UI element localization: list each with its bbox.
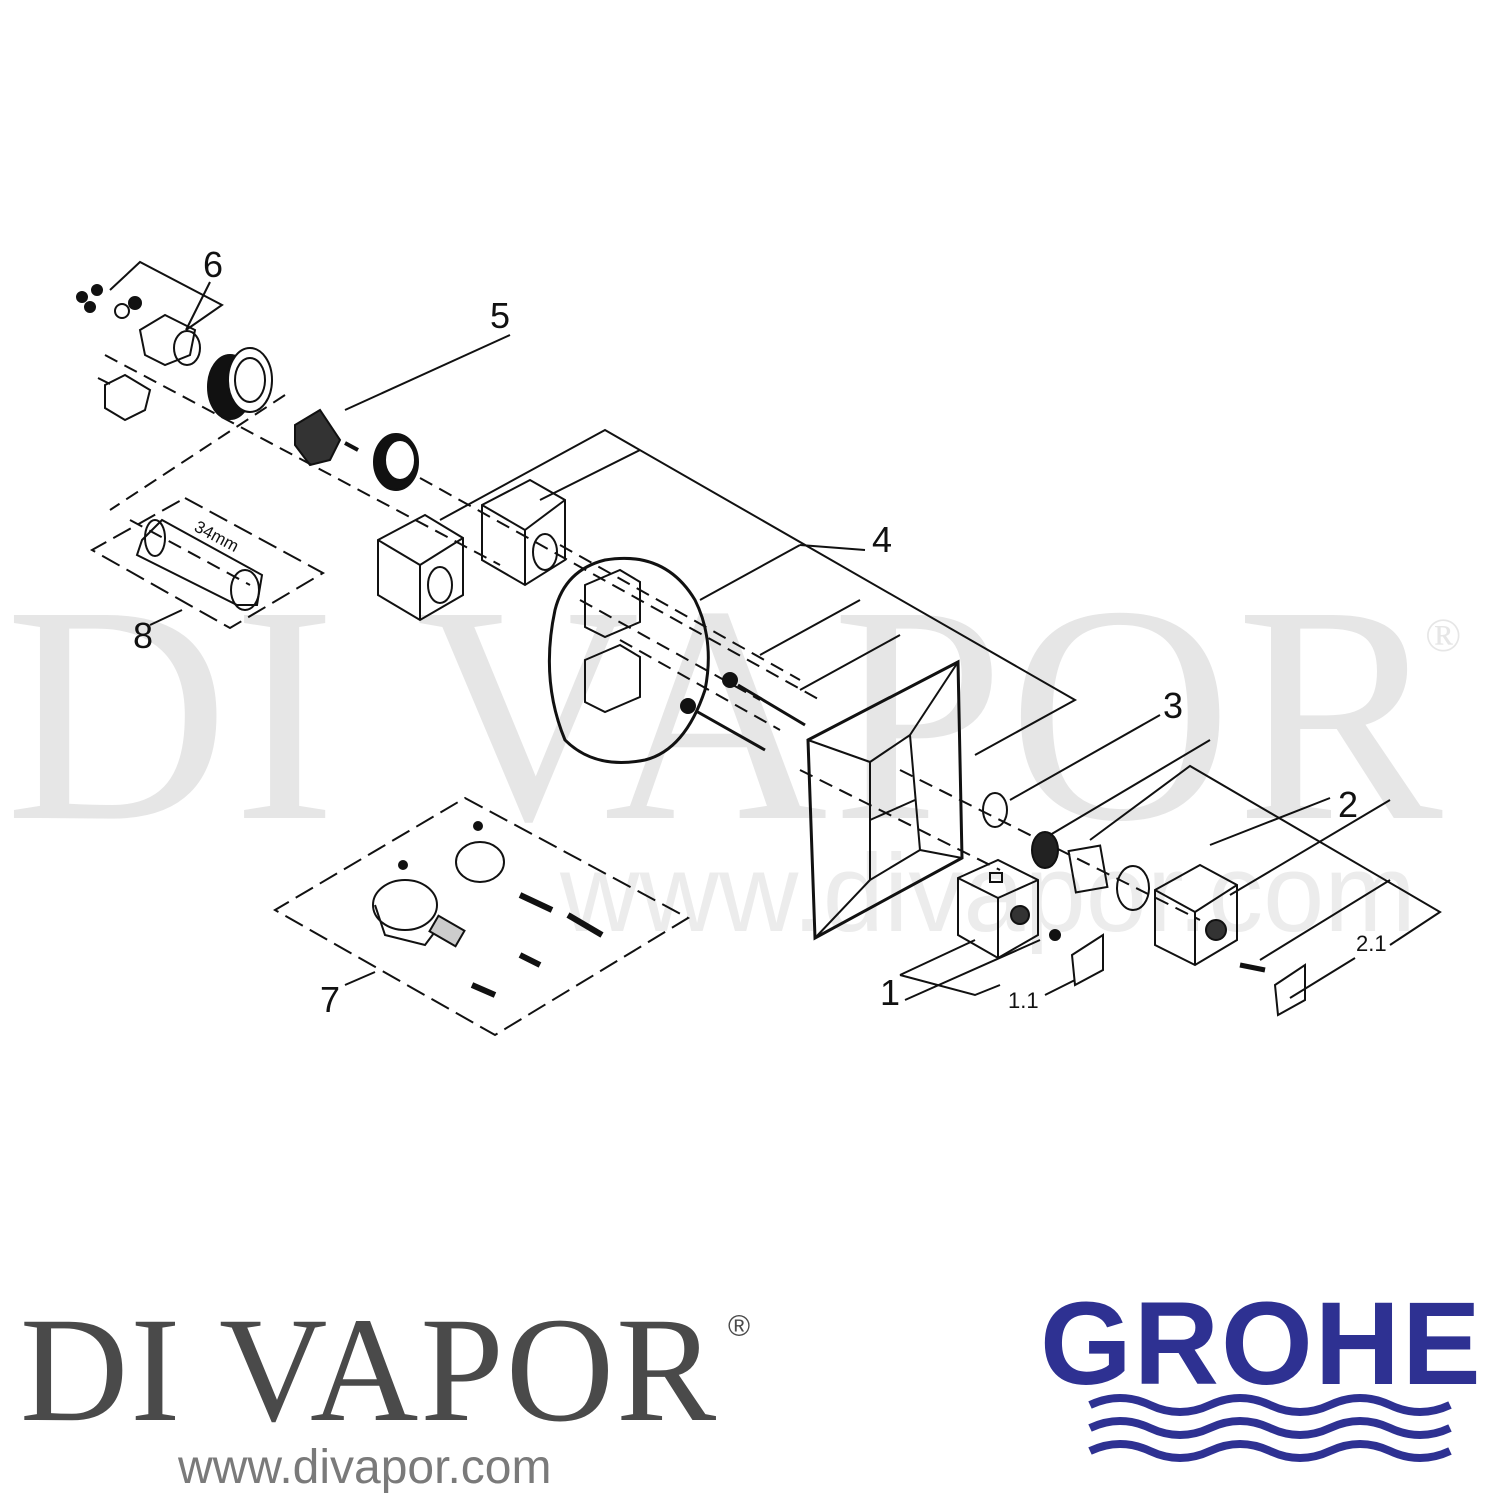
part-7-group	[273, 796, 691, 1037]
escutcheon-plate	[806, 659, 964, 941]
bonnet-nut	[207, 347, 273, 420]
assembly-axis-lines	[104, 354, 1201, 921]
grohe-wave-logo	[1088, 1394, 1452, 1462]
watermark-text: DI VAPOR	[5, 543, 1447, 886]
callout-part-1: 1	[880, 972, 901, 1013]
part-4-group	[439, 428, 1078, 764]
part-6-group	[76, 260, 224, 422]
callout-part-1-1: 1.1	[1008, 988, 1039, 1013]
divapor-url: www.divapor.com	[178, 1441, 552, 1494]
callout-part-5: 5	[490, 295, 511, 336]
callout-part-8: 8	[133, 615, 154, 656]
part-2-group	[1067, 764, 1442, 1017]
callout-part-2: 2	[1338, 784, 1359, 825]
divapor-registered-mark: ®	[728, 1310, 751, 1343]
part-3-group	[982, 714, 1211, 869]
callout-part-3: 3	[1163, 685, 1184, 726]
part-1-group	[899, 858, 1104, 1001]
callout-part-2-1: 2.1	[1356, 931, 1387, 956]
divapor-logo: DI VAPOR	[20, 1287, 719, 1453]
callout-part-6: 6	[203, 244, 224, 285]
callout-part-4: 4	[872, 519, 893, 560]
watermark-registered: ®	[1425, 609, 1462, 662]
grohe-logo: GROHE	[1040, 1278, 1483, 1410]
part-8-group	[89, 496, 326, 630]
part-5-cartridge	[294, 334, 511, 491]
mounting-blocks	[377, 478, 566, 622]
callout-part-7: 7	[320, 979, 341, 1020]
